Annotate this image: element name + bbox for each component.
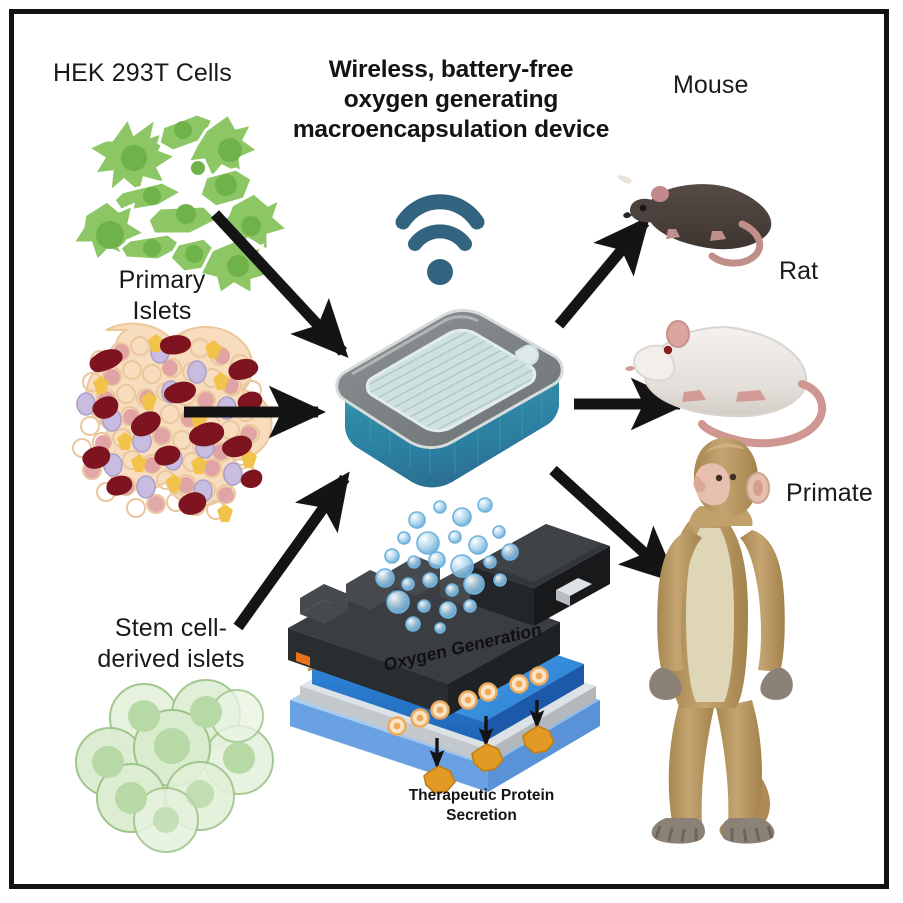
primary-islets-label: Primary Islets [118,266,206,325]
figure-title: Wireless, battery-free oxygen generating… [276,55,626,145]
stem-cell-islets-label: Stem cell- derived islets [97,614,245,673]
rat-label: Rat [779,257,819,285]
mouse-label: Mouse [673,71,749,99]
title-line-3: macroencapsulation device [292,115,610,143]
hek-293t-label: HEK 293T Cells [53,59,232,87]
title-line-2: oxygen generating [343,85,559,113]
title-line-1: Wireless, battery-free [328,56,574,83]
primate-label: Primate [786,479,873,507]
therapeutic-protein-secretion-label: Therapeutic Protein Secretion [408,787,555,824]
